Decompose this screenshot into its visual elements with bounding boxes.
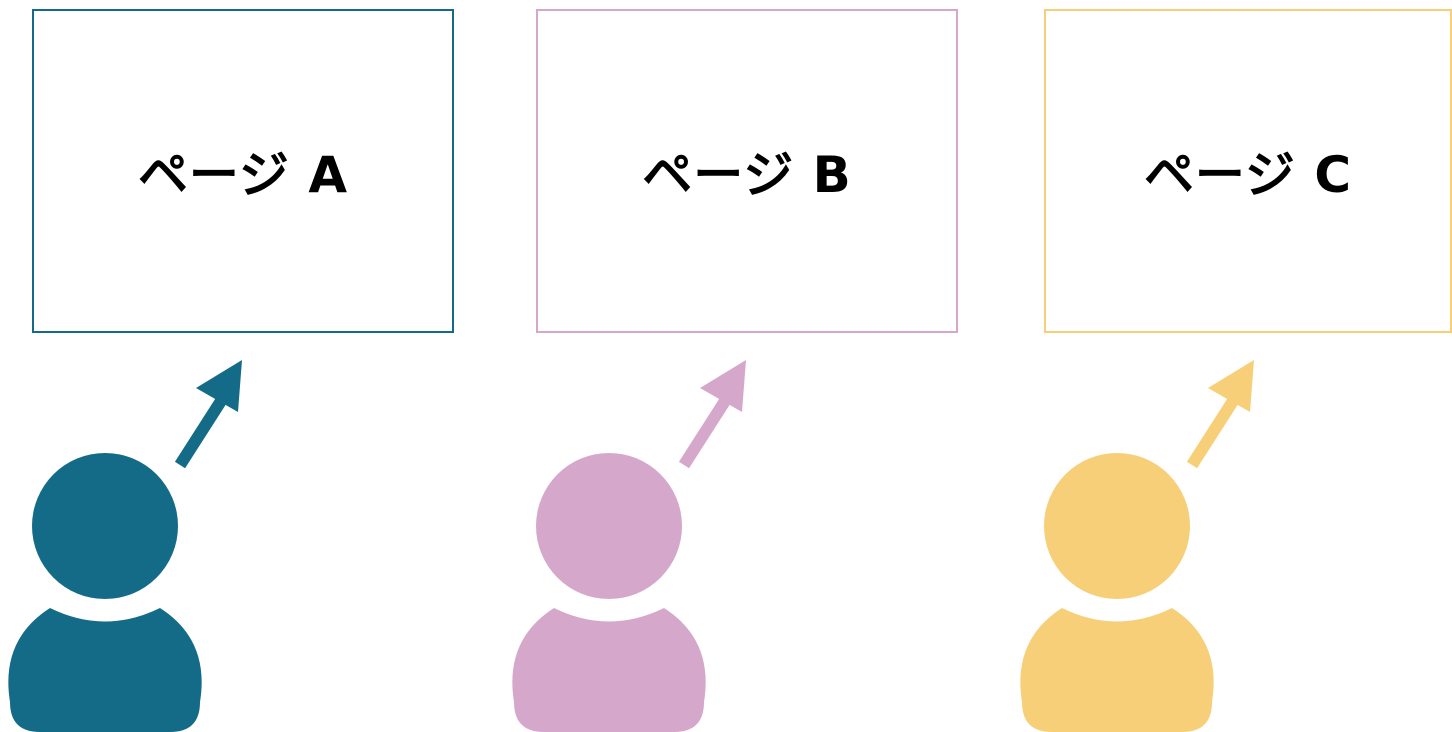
arrow-up-right-icon: [1186, 360, 1254, 469]
user-figure-c: [1010, 350, 1300, 732]
page-label-b: ページ B: [642, 146, 852, 204]
person-icon: [8, 453, 202, 732]
arrow-up-right-icon: [678, 360, 746, 469]
person-icon: [512, 453, 706, 732]
page-box-c: ページ C: [1044, 9, 1452, 333]
page-label-c: ページ C: [1143, 146, 1353, 204]
user-figure-a: [0, 350, 290, 732]
user-figure-b: [500, 350, 790, 732]
page-label-a: ページ A: [137, 146, 349, 204]
page-box-a: ページ A: [32, 9, 454, 333]
person-icon: [1020, 453, 1214, 732]
page-box-b: ページ B: [536, 9, 958, 333]
arrow-up-right-icon: [174, 360, 242, 469]
